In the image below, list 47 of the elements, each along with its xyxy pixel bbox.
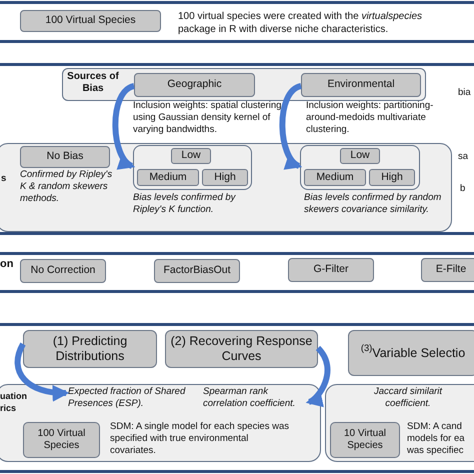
annotation-text: Inclusion weights: partitioning-around-medoids multivariate clustering. (306, 100, 434, 136)
metric-text: Expected fraction of Shared Presences (ESP). (68, 386, 193, 412)
process-box: No Bias (20, 146, 110, 168)
metric-text: Spearman rank correlation coefficient. (203, 386, 308, 412)
annotation-text: uation rics (0, 390, 28, 414)
annotation-text: bia (458, 86, 472, 100)
level-box: Medium (137, 169, 199, 186)
panel-heading: Sources of Bias (66, 71, 120, 95)
description-text: Bias levels confirmed by Ripley's K function. (133, 192, 237, 216)
process-box: Geographic (134, 73, 255, 97)
annotation-text: Inclusion weights: spatial clustering using Gaussian density kernel of varying bandwidths. (133, 100, 282, 136)
annotation-text: s (1, 172, 8, 186)
description-text: SDM: A single model for each species was specified with true environmental covariates. (110, 421, 290, 457)
process-box: E-Filte (421, 258, 474, 282)
task-box: (1) Predicting Distributions (23, 330, 157, 368)
group-box (133, 145, 252, 190)
level-box: High (369, 169, 415, 186)
curved-arrow (306, 346, 330, 405)
section-panel (0, 384, 321, 462)
section-panel (0, 143, 452, 232)
curved-arrow (14, 342, 70, 402)
annotation-text: 100 virtual species were created with the virtualspecies package in R with diverse niche characteristics. (178, 10, 424, 36)
process-box: Environmental (301, 73, 421, 97)
process-box: No Correction (20, 259, 106, 283)
level-box: Medium (304, 169, 366, 186)
annotation-text: on (0, 257, 14, 272)
description-text: Confirmed by Ripley's K & random skewers methods. (20, 169, 114, 205)
process-box: 10 Virtual Species (330, 422, 400, 458)
process-box: 100 Virtual Species (23, 422, 100, 458)
description-text: SDM: A cand models for ea was specifiec (407, 421, 466, 457)
curved-arrow (279, 83, 302, 169)
level-box: Low (340, 148, 380, 164)
section-panel (325, 384, 474, 462)
process-box: FactorBiasOut (154, 259, 240, 283)
task-box: $^{(3)}$Variable Selectio (348, 330, 474, 376)
level-box: Low (171, 148, 211, 164)
curved-arrow (112, 83, 136, 169)
process-box: G-Filter (288, 258, 374, 282)
task-box: (2) Recovering Response Curves (165, 330, 318, 368)
description-text: Bias levels confirmed by random skewers covariance similarity. (304, 192, 442, 216)
annotation-text: sa (458, 150, 470, 164)
annotation-text: b (460, 182, 466, 196)
level-box: High (202, 169, 248, 186)
annotation-text: Jaccard similarit coefficient. (372, 386, 444, 410)
group-box (300, 145, 420, 190)
category-panel (62, 68, 426, 101)
process-box: 100 Virtual Species (20, 10, 161, 32)
